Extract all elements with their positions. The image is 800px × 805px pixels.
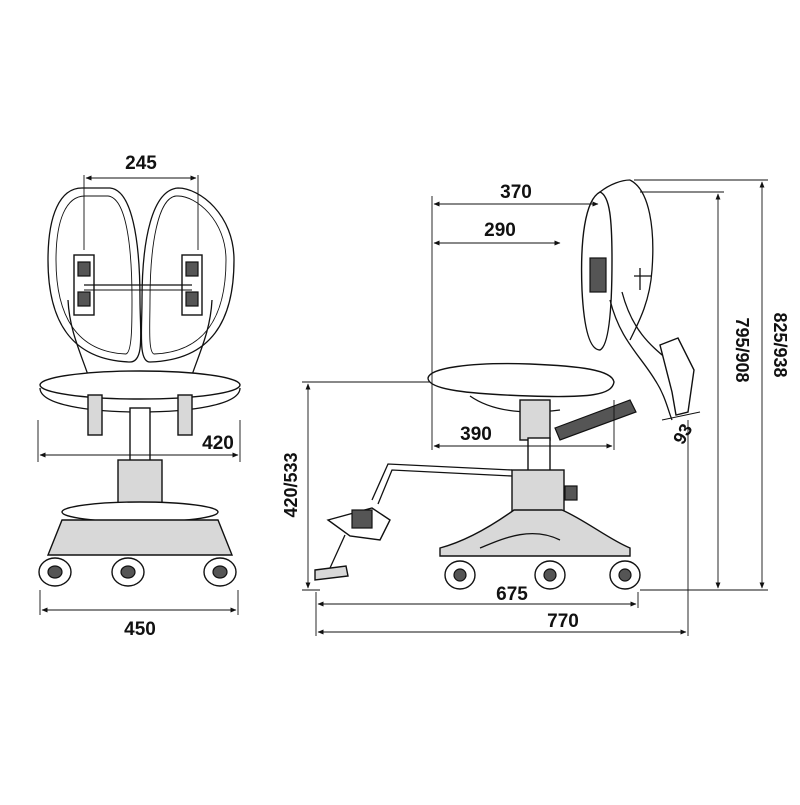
left-spring	[87, 394, 103, 436]
front-seat	[39, 370, 241, 400]
side-column	[527, 437, 551, 474]
label-370: 370	[500, 182, 532, 203]
side-base-star	[439, 509, 631, 557]
label-795-908: 795/908	[732, 317, 752, 382]
side-seat	[427, 362, 615, 398]
label-450: 450	[124, 619, 156, 640]
label-390: 390	[460, 424, 492, 445]
front-dimensions	[37, 175, 241, 615]
label-420-front: 420	[202, 433, 234, 454]
footrest-arm	[371, 463, 513, 501]
seat-mechanism	[519, 399, 551, 441]
label-420-533: 420/533	[281, 452, 301, 517]
label-825-938: 825/938	[770, 312, 790, 377]
left-back-pad	[47, 187, 142, 363]
right-spring	[177, 394, 193, 436]
front-gas-cylinder	[117, 459, 163, 509]
label-290: 290	[484, 220, 516, 241]
right-back-pad	[140, 187, 235, 363]
label-93: 93	[669, 420, 696, 447]
side-dimensions	[302, 179, 768, 636]
spring-tube	[554, 399, 637, 441]
side-hinge	[589, 257, 607, 293]
front-base-plate	[61, 501, 219, 523]
side-view-chair	[314, 179, 695, 590]
label-245: 245	[125, 153, 157, 174]
recline-bracket	[659, 337, 695, 416]
front-base-star	[46, 519, 234, 556]
front-view-chair	[38, 187, 241, 587]
side-gas-cylinder	[511, 469, 565, 513]
dim-line-93	[661, 411, 701, 421]
label-675: 675	[496, 584, 528, 605]
label-770: 770	[547, 611, 579, 632]
